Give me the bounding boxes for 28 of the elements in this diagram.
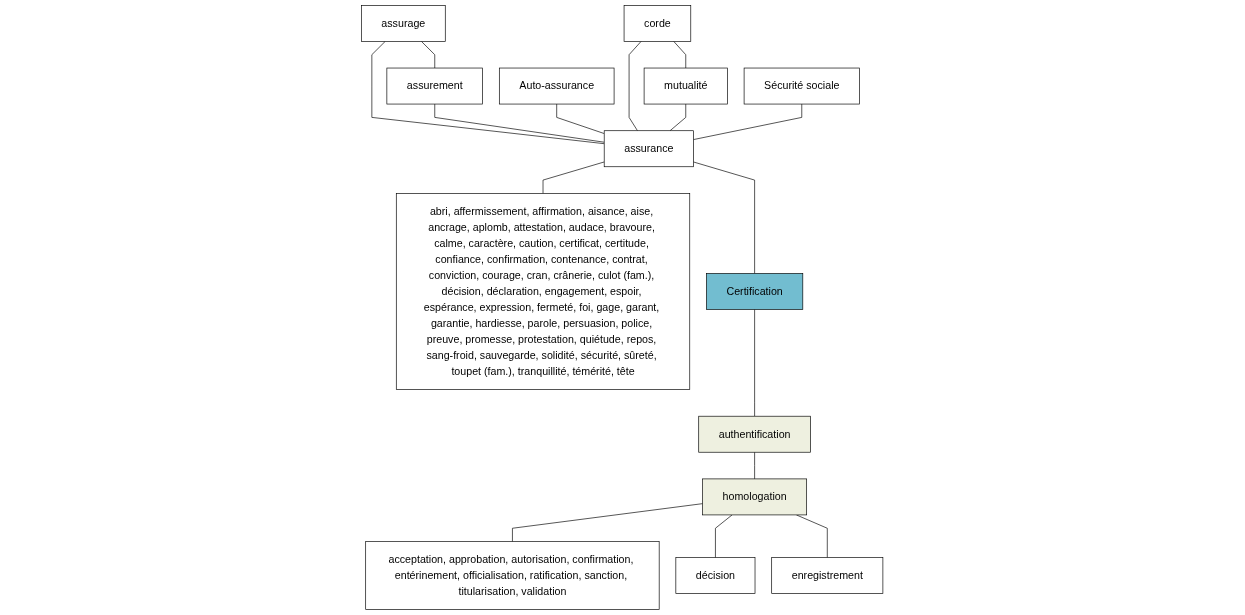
- node-box: Sécurité sociale: [744, 67, 861, 105]
- connector: [629, 41, 642, 132]
- node-box: Auto-assurance: [499, 67, 615, 105]
- node-box: mutualité: [644, 67, 729, 105]
- connector: [754, 451, 756, 480]
- node-box: Certification: [706, 273, 804, 310]
- node-box: acceptation, approbation, autorisation, confirmation, entérinement, officialisation, ratification, sanction, titularisation, validation: [365, 541, 660, 610]
- connector: [670, 103, 687, 132]
- node-box: abri, affermissement, affirmation, aisance, aise, ancrage, aplomb, attestation, audace, bravoure, calme, caractère, caution, certificat, certitude, confiance, confirmation, contenance, contrat, conviction, courage, cran, crânerie, culot (fam.), décision, déclaration, engagement, espoir, espérance, expression, fermeté, foi, gage, garant, garantie, hardiesse, parole, persuasion, police, preuve, promesse, protestation, quiétude, repos, sang-froid, sauvegarde, solidité, sécurité, sûreté, toupet (fam.), tranquillité, témérité, tête: [396, 193, 691, 390]
- node-box: enregistrement: [771, 557, 884, 594]
- connector: [754, 309, 756, 417]
- connector: [371, 41, 605, 145]
- node-box: décision: [675, 557, 756, 594]
- node-box: corde: [624, 5, 692, 42]
- node-box: authentification: [698, 415, 812, 453]
- connector: [715, 514, 733, 558]
- node-box: assurage: [361, 5, 446, 42]
- connector: [421, 41, 436, 69]
- connector: [543, 161, 605, 194]
- connector: [512, 503, 704, 542]
- node-box: assurement: [386, 67, 484, 105]
- connector: [556, 103, 605, 134]
- connector: [693, 103, 803, 140]
- connector: [693, 161, 756, 274]
- node-box: homologation: [702, 478, 808, 516]
- node-box: assurance: [604, 130, 695, 168]
- connector: [434, 103, 605, 143]
- connector: [673, 41, 687, 69]
